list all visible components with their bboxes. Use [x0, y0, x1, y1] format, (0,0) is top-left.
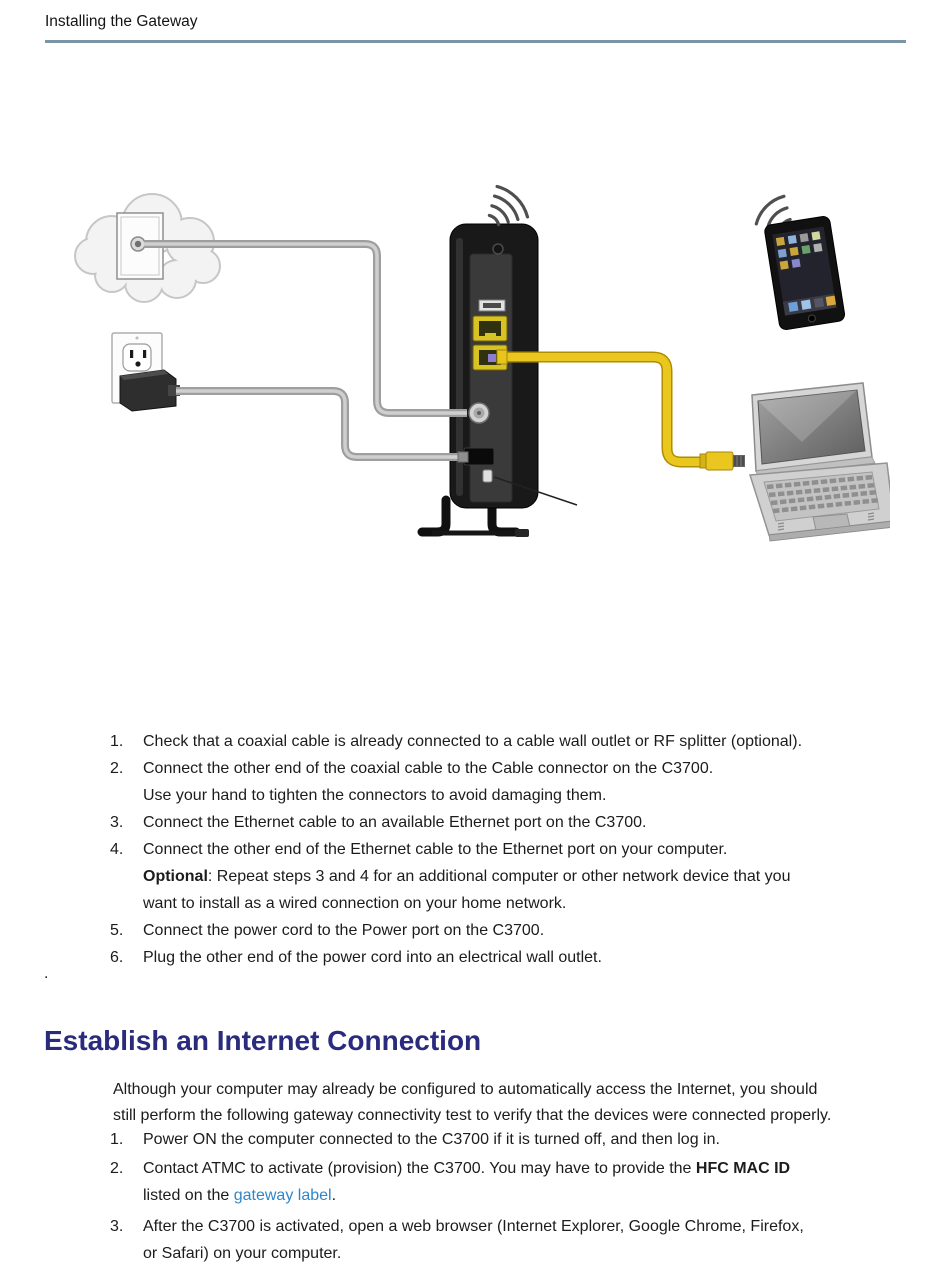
power-port [457, 447, 495, 483]
gateway-c3700 [449, 223, 539, 509]
list-item: 2. Connect the other end of the coaxial … [110, 755, 915, 809]
callout-line [493, 476, 578, 506]
wifi-signal-gateway-icon [487, 184, 530, 227]
ethernet-port-1 [472, 315, 508, 342]
page-header-title: Installing the Gateway [45, 13, 198, 30]
install-steps-list: 1. Check that a coaxial cable is already… [110, 728, 915, 971]
step-number: 4. [110, 841, 124, 858]
power-adapter-icon [119, 369, 180, 412]
laptop [749, 382, 890, 542]
hfc-mac-id-label: HFC MAC ID [695, 1160, 791, 1177]
step-number: 3. [110, 1218, 124, 1235]
orphan-period: . [44, 965, 49, 982]
step-number: 1. [110, 733, 124, 750]
step-number: 1. [110, 1131, 124, 1148]
base-power-cord [432, 529, 529, 537]
header-rule [45, 40, 906, 43]
power-cord [176, 387, 464, 461]
coax-connector [468, 402, 490, 424]
step-number: 5. [110, 922, 124, 939]
connection-steps-list: 1. Power ON the computer connected to th… [110, 1126, 915, 1267]
gateway-wps-button [492, 243, 504, 255]
intro-paragraph: Although your computer may already be co… [113, 1081, 832, 1124]
tablet-home-button [807, 314, 816, 323]
internet-cloud-icon [74, 193, 221, 303]
tablet [764, 216, 846, 331]
power-switch [482, 469, 493, 483]
list-item: 3. After the C3700 is activated, open a … [110, 1213, 915, 1267]
step-number: 3. [110, 814, 124, 831]
list-item: 1. Check that a coaxial cable is already… [110, 728, 915, 755]
list-item: 5. Connect the power cord to the Power p… [110, 917, 915, 944]
list-item: 6. Plug the other end of the power cord … [110, 944, 915, 971]
ethernet-connector [699, 451, 745, 471]
gateway-label-link[interactable]: gateway label [233, 1187, 332, 1204]
optional-label: Optional [143, 868, 208, 885]
section-heading: Establish an Internet Connection [44, 1025, 482, 1056]
usb-port [478, 299, 506, 312]
tablet-app-icons [775, 231, 823, 270]
list-item: 1. Power ON the computer connected to th… [110, 1126, 915, 1153]
tablet-dock-icons [788, 295, 836, 312]
installation-diagram [74, 184, 890, 542]
list-item: 2. Contact ATMC to activate (provision) … [110, 1155, 915, 1209]
list-item: 4. Connect the other end of the Ethernet… [110, 836, 915, 917]
step-number: 2. [110, 1160, 124, 1177]
coaxial-cable [144, 240, 467, 417]
step-number: 6. [110, 949, 124, 966]
laptop-screen [757, 389, 866, 465]
step-number: 2. [110, 760, 124, 777]
ethernet-cable [496, 349, 745, 471]
list-item: 3. Connect the Ethernet cable to an avai… [110, 809, 915, 836]
